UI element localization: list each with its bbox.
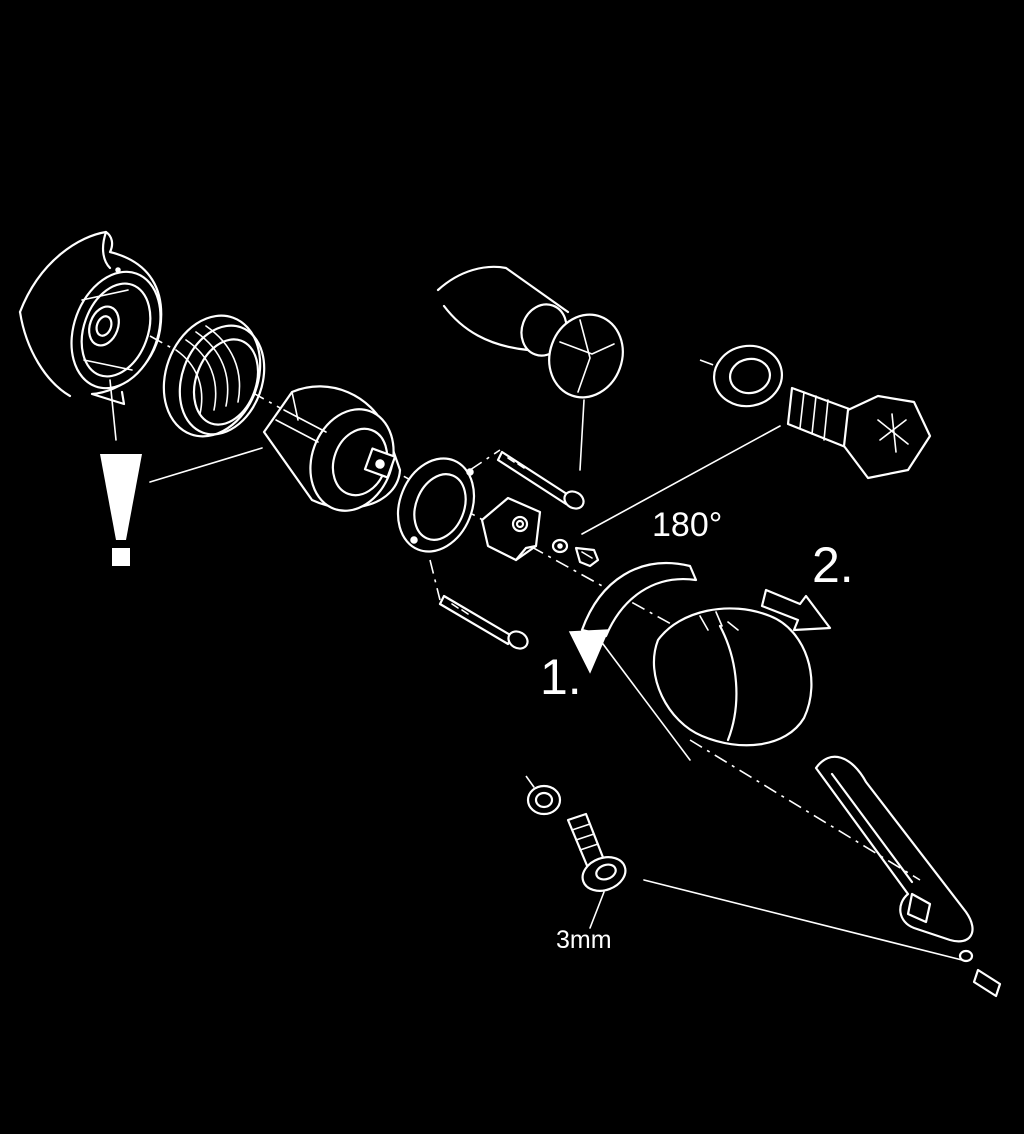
exclamation-mark-icon xyxy=(100,454,142,566)
small-screw xyxy=(574,546,600,568)
leader-line-knob xyxy=(599,639,691,761)
leader-line-bolt xyxy=(581,425,781,535)
lever-tip-screw xyxy=(958,949,1002,998)
step-two-label: 2. xyxy=(812,537,854,593)
rotation-angle-label: 180° xyxy=(652,506,723,544)
spindle-extension xyxy=(436,265,624,471)
handle-knob xyxy=(652,607,813,747)
flange-plate xyxy=(396,449,501,601)
hex-bolt xyxy=(786,386,932,480)
leader-line-warning xyxy=(149,447,263,483)
leader-line-3mm xyxy=(589,891,605,929)
threaded-ring xyxy=(162,314,266,438)
wall-housing xyxy=(18,230,163,406)
hex-socket-screw xyxy=(566,812,627,892)
lever-handle xyxy=(814,755,974,943)
hex-key-size-label: 3mm xyxy=(556,926,612,954)
cartridge xyxy=(262,385,402,512)
washer xyxy=(699,344,783,408)
long-screw-upper xyxy=(496,450,585,510)
rotate-arrow-icon xyxy=(568,562,698,674)
axis-lever xyxy=(689,739,921,881)
long-screw-lower xyxy=(438,594,529,650)
leader-line-housing xyxy=(109,379,117,441)
lower-washer xyxy=(525,775,562,816)
pull-arrow-icon xyxy=(760,588,832,632)
leader-line-lever-screw xyxy=(643,879,963,961)
step-one-label: 1. xyxy=(540,649,582,705)
adapter-block xyxy=(480,496,542,562)
small-nut xyxy=(551,538,569,554)
